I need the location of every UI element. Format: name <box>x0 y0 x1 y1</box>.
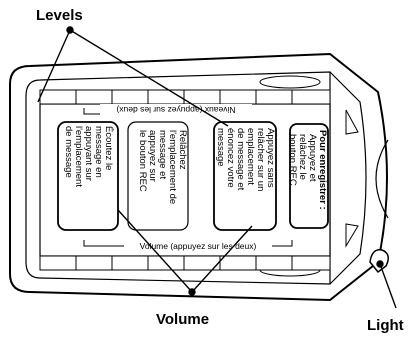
panel-1-line-1: Écoutez le <box>103 126 114 170</box>
volume-leader-1 <box>117 209 193 293</box>
rec-button[interactable] <box>289 123 329 229</box>
panel-2-line-5: le bouton REC <box>137 130 148 192</box>
top-strip-label: Niveaux (appuyez sur les deux) <box>116 105 235 115</box>
panel-4-title: Pour enregistrer : <box>317 130 328 210</box>
panel-3-line-6: message <box>215 128 226 167</box>
light-leader <box>379 263 397 309</box>
panel-2-line-1: Relâchez <box>177 130 188 170</box>
top-oval <box>259 75 321 89</box>
panel-2-line-3: message et <box>157 130 168 179</box>
panel-2-line-2: l'emplacement de <box>167 130 178 204</box>
bottom-strip-label: Volume (appuyez sur les deux) <box>140 241 257 251</box>
device-bezel <box>25 71 331 285</box>
light-callout: Light <box>367 317 404 334</box>
panel-3-line-5: énoncez votre <box>225 128 236 188</box>
panel-1-line-3: appuyant sur <box>83 126 94 181</box>
panel-3-line-3: emplacement <box>245 128 256 185</box>
panel-4-line-2: relâchez le <box>297 134 308 180</box>
panel-3-line-4: de message et <box>235 128 246 191</box>
levels-leader-1 <box>37 29 71 103</box>
end-cap-arc <box>375 139 389 219</box>
panel-4-line-1: Appuyez et <box>307 134 318 182</box>
levels-callout: Levels <box>36 7 83 24</box>
message-button-2[interactable] <box>127 121 189 231</box>
panel-2-line-4: appuyez sur <box>147 130 158 182</box>
message-button-3[interactable] <box>213 121 277 231</box>
levels-leader-2 <box>69 29 229 127</box>
panel-3-line-2: relâcher sur un <box>255 128 266 191</box>
message-button-1[interactable] <box>57 121 119 231</box>
panel-3-line-1: Appuyez sans <box>265 128 276 188</box>
panel-1-line-4: l'emplacement <box>73 126 84 187</box>
panel-1-line-5: de message <box>63 126 74 178</box>
volume-callout: Volume <box>156 311 209 328</box>
panel-4-line-3: bouton REC <box>287 134 298 186</box>
volume-leader-2 <box>191 225 253 293</box>
panel-1-line-2: message en <box>93 126 104 178</box>
end-cap <box>329 71 367 285</box>
